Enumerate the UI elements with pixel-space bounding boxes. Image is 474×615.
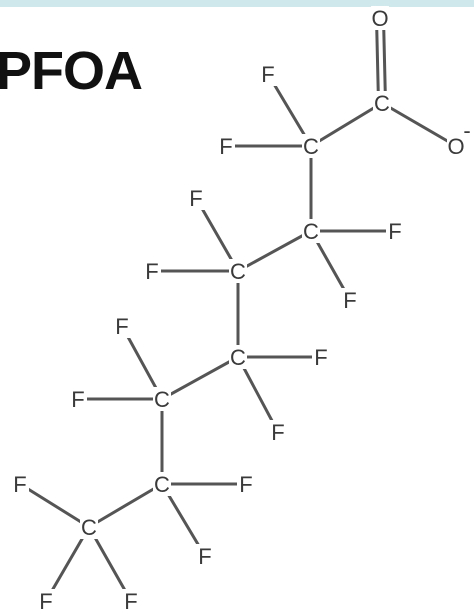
atom-background-C4 [229,259,247,283]
atom-label-F7a: F [239,472,252,497]
bond-C1-C2 [309,101,384,148]
atom-label-F4a: F [189,186,202,211]
atom-background-F2a [259,62,277,86]
atom-background-C8 [80,515,98,539]
atom-label-F7b: F [198,544,211,569]
atom-label-C3: C [303,219,319,244]
bond-C5-F5b [236,355,280,434]
atom-background-O2 [447,134,465,158]
atom-label-F2a: F [261,62,274,87]
charge-label-O2c: - [463,118,470,143]
atom-background-F3a [386,219,404,243]
atom-background-F6b [69,387,87,411]
molecule-title: PFOA [0,41,143,101]
atom-background-C5 [229,345,247,369]
bond-C1-O2 [380,101,458,148]
atom-label-O1: O [371,6,388,31]
atom-background-C1 [373,91,391,115]
atom-background-F6a [113,314,131,338]
atom-label-F4b: F [145,259,158,284]
atom-background-F8a [11,472,29,496]
atom-label-F5a: F [314,345,327,370]
atom-background-F4b [143,259,161,283]
top-border-strip [0,0,474,7]
atom-label-C2: C [303,134,319,159]
bond-C8-F8c [87,525,133,603]
bond-C5-C6 [160,355,240,401]
atom-label-C6: C [154,387,170,412]
atom-background-C3 [302,219,320,243]
atom-label-C5: C [230,345,246,370]
atom-label-F3a: F [388,219,401,244]
atom-label-O2: O [447,134,464,159]
atom-background-F2b [217,134,235,158]
atom-label-F8a: F [13,472,26,497]
bond-C3-C4 [236,229,313,273]
atom-background-F8c [122,589,140,613]
double-bond-C1-O1 [381,16,387,105]
atom-background-F5b [269,420,287,444]
bond-C7-C8 [87,482,164,529]
atom-label-F8c: F [124,589,137,614]
atom-background-C6 [153,387,171,411]
double-bond-C1-O1 [375,16,381,105]
atom-background-C7 [153,472,171,496]
atom-label-F3b: F [343,288,356,313]
atom-background-O1 [371,6,389,30]
atom-background-F8b [37,589,55,613]
atom-background-F3b [341,288,359,312]
atom-label-F6a: F [115,314,128,339]
bond-C8-F8a [18,482,91,529]
bond-layer [18,16,458,603]
atom-background-F7b [196,544,214,568]
atom-label-F8b: F [39,589,52,614]
atom-label-F2b: F [219,134,232,159]
atom-label-C8: C [81,515,97,540]
atom-background-F4a [187,186,205,210]
atom-label-F6b: F [71,387,84,412]
bond-C8-F8b [44,525,91,603]
atom-background-C2 [302,134,320,158]
atom-background-F7a [237,472,255,496]
atom-label-C1: C [374,91,390,116]
atom-background-F5a [312,345,330,369]
atom-label-C7: C [154,472,170,497]
atom-label-F5b: F [271,420,284,445]
bond-C4-F4a [194,196,240,273]
atom-label-C4: C [230,259,246,284]
bond-C6-F6a [120,324,164,401]
